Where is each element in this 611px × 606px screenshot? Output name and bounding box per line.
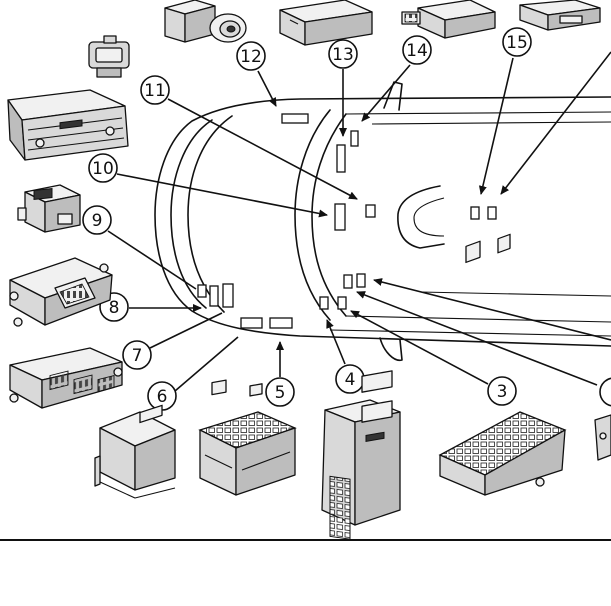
callout-3: 3	[487, 376, 517, 406]
leader-line-4	[326, 319, 346, 365]
callout-label: 5	[275, 383, 286, 403]
leader-line-6	[174, 336, 239, 392]
fuse-box-icon	[438, 233, 567, 496]
leader-line-12	[257, 70, 277, 107]
callout-label: 15	[506, 33, 528, 53]
location-marker-3a	[343, 274, 353, 289]
window-line-top-inner	[371, 121, 611, 125]
callout-label: 7	[132, 346, 143, 366]
window-line-bottom	[345, 315, 611, 323]
callout-label: 8	[109, 298, 120, 318]
callout-label: 10	[92, 159, 114, 179]
callout-label: 14	[406, 41, 428, 61]
callout-10: 10	[88, 153, 118, 183]
callout-11: 11	[140, 75, 170, 105]
leader-line-7	[149, 312, 223, 349]
location-marker-10	[334, 203, 346, 231]
module-location-markers	[197, 113, 497, 329]
leader-line-3	[350, 310, 489, 385]
car-hood-line	[170, 119, 213, 309]
callout-label: 9	[92, 211, 103, 231]
callout-label: 4	[345, 370, 356, 390]
fuse-box-relays-icon	[198, 379, 297, 496]
leader-line-offscreen-top	[500, 51, 611, 195]
callout-5: 5	[265, 377, 295, 407]
callout-7: 7	[122, 340, 152, 370]
sensor-icon	[88, 35, 130, 78]
ecu-with-connector-icon	[9, 257, 113, 327]
bsi-unit-icon	[321, 370, 401, 540]
callouts: 12 13 14 15 11 10 9 8	[82, 27, 611, 411]
control-unit-top-right-icon	[519, 0, 601, 31]
location-marker-11	[365, 204, 376, 218]
relay-module-icon	[17, 184, 81, 233]
location-marker-15a	[470, 206, 480, 220]
dashboard-inner	[413, 197, 445, 237]
leader-line-offscreen-right-1	[356, 291, 598, 386]
location-marker-6	[240, 317, 263, 329]
door-sill-line	[419, 291, 611, 297]
car-hood-line-inner	[187, 115, 233, 313]
callout-9: 9	[82, 205, 112, 235]
partial-module-right-icon	[594, 414, 611, 461]
callout-label: 6	[157, 387, 168, 407]
callout-15: 15	[502, 27, 532, 57]
callout-13: 13	[328, 39, 358, 69]
control-box-bracket-icon	[94, 404, 176, 499]
leader-line-11	[167, 98, 358, 200]
leader-line-14	[361, 64, 411, 122]
location-marker-9	[197, 284, 207, 298]
engine-ecu-icon	[9, 347, 123, 409]
window-line-top	[345, 111, 611, 115]
leader-lines	[107, 51, 611, 392]
connector-module-icon	[401, 0, 496, 39]
location-marker-4b	[337, 296, 347, 310]
camera-module-icon	[164, 0, 247, 43]
leader-line-10	[116, 173, 328, 218]
receiver-box-icon	[279, 0, 373, 46]
leader-line-9	[107, 230, 197, 290]
callout-partial-right	[599, 377, 611, 407]
leader-line-15	[478, 57, 514, 195]
location-marker-12	[281, 113, 309, 124]
callout-label: 12	[240, 47, 262, 67]
mirror-right	[379, 337, 403, 362]
windshield-rear-edge	[311, 113, 347, 317]
callout-label: 3	[497, 382, 508, 402]
location-marker-15b	[487, 206, 497, 220]
car-body-outer	[154, 96, 611, 347]
location-marker-5	[269, 317, 293, 329]
callout-12: 12	[236, 41, 266, 71]
location-marker-7	[222, 283, 234, 308]
rocker-line	[329, 329, 611, 337]
callout-14: 14	[402, 35, 432, 65]
radio-head-unit-icon	[7, 89, 129, 161]
location-marker-8	[209, 285, 219, 307]
leader-line-offscreen-right-2	[373, 278, 611, 341]
module-illustrations	[7, 0, 611, 540]
location-marker-3b	[356, 273, 366, 288]
location-marker-4a	[319, 296, 329, 310]
callout-label: 11	[144, 81, 166, 101]
callout-4: 4	[335, 364, 365, 394]
location-marker-13b	[350, 130, 359, 147]
location-marker-13a	[336, 144, 346, 173]
windshield-front-edge	[294, 109, 331, 321]
dashboard-outline	[397, 185, 445, 249]
mirror-left	[383, 81, 403, 111]
car-outline	[154, 81, 611, 362]
callout-label: 13	[332, 45, 354, 65]
